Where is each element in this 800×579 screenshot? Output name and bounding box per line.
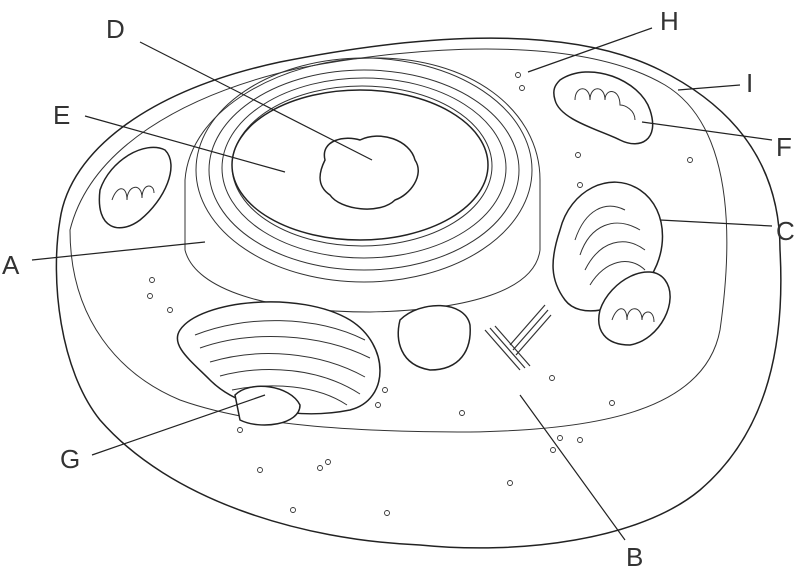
nucleolus (319, 135, 419, 210)
label-h: H (660, 6, 679, 36)
er-layer (208, 69, 520, 271)
label-a: A (2, 250, 20, 280)
leader-line-e (84, 115, 286, 173)
centrioles (484, 304, 552, 371)
nuclear-envelope-outer (195, 57, 533, 283)
leader-line-i (677, 84, 741, 91)
label-c: C (776, 216, 795, 246)
leader-lines (31, 27, 773, 541)
vesicles (147, 72, 693, 516)
label-d: D (106, 14, 125, 44)
label-b: B (626, 542, 643, 572)
leader-line-h (527, 27, 653, 73)
leader-line-a (31, 241, 206, 261)
leader-line-f (641, 121, 773, 141)
cristae (574, 88, 636, 121)
er-layer (221, 77, 507, 259)
cristae (111, 185, 155, 201)
leader-line-g (91, 394, 266, 456)
leader-line-b (519, 394, 626, 541)
leader-line-c (659, 219, 773, 227)
golgi-apparatus-left (176, 301, 471, 426)
cell-top-surface (69, 48, 728, 433)
leader-line-d (139, 41, 373, 161)
label-e: E (53, 100, 70, 130)
label-f: F (776, 132, 792, 162)
label-g: G (60, 444, 80, 474)
label-i: I (746, 68, 753, 98)
golgi-apparatus-right (552, 181, 671, 346)
